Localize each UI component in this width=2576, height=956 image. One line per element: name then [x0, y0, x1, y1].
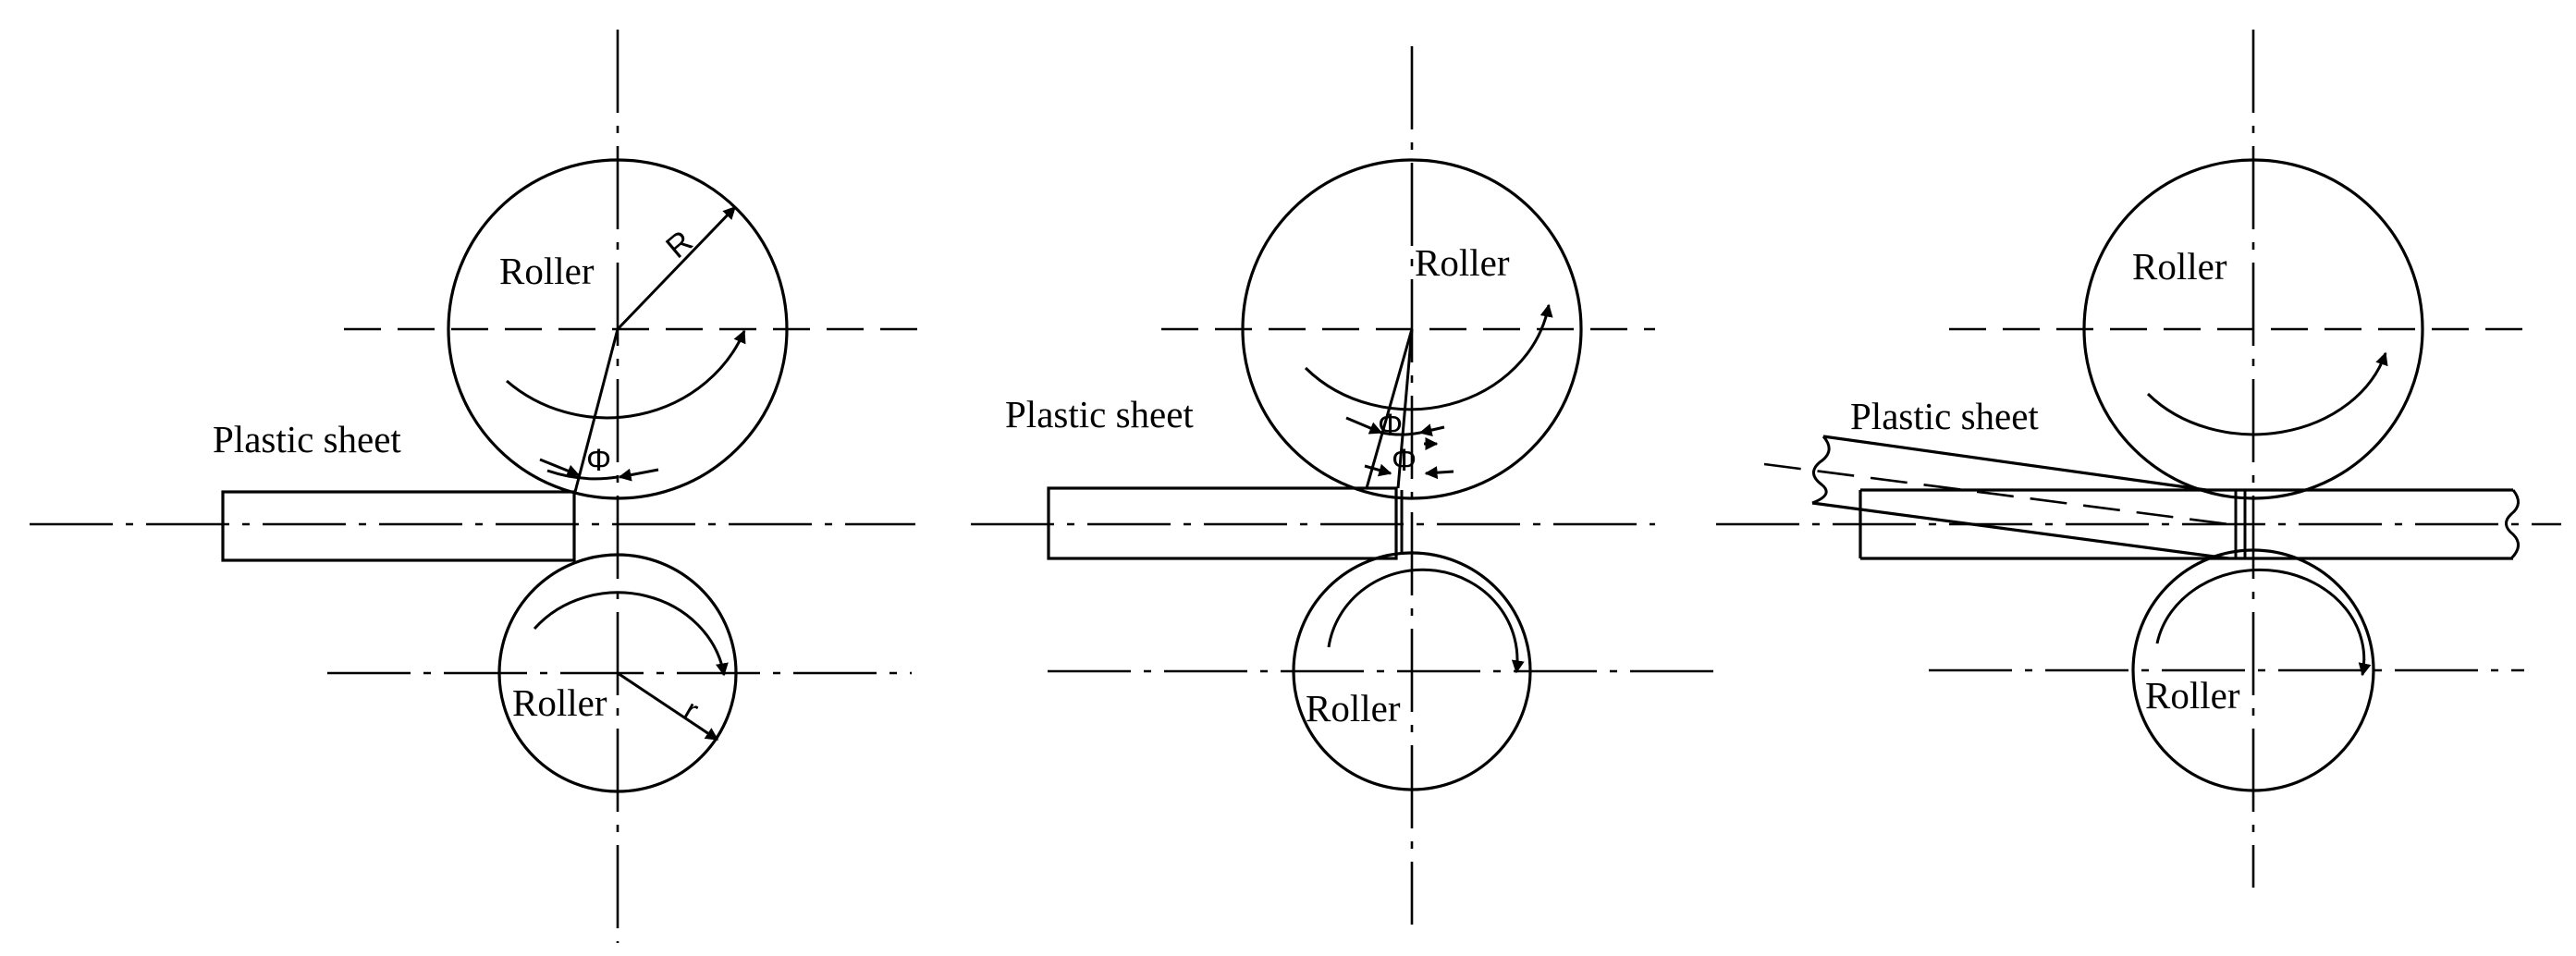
lower-rotation-arrow — [2155, 568, 2372, 677]
plastic-sheet-label: Plastic sheet — [1005, 393, 1194, 435]
lower-roller — [1292, 551, 1532, 791]
angle-arc — [546, 469, 619, 481]
upper-rotation-arrow — [2146, 351, 2388, 436]
lower-radius-line — [617, 671, 719, 742]
plastic-sheet-label: Plastic sheet — [213, 418, 401, 460]
upper-roller-label: Roller — [1415, 241, 1510, 284]
lower-roller — [2131, 548, 2375, 792]
panel-3: Roller Roller Plastic sheet — [1716, 30, 2561, 888]
angle-2-arrow-right — [1424, 466, 1454, 480]
contact-angle-line — [573, 328, 619, 493]
upper-roller — [447, 158, 789, 500]
upper-radius-line — [616, 205, 737, 331]
upper-roller-label: Roller — [499, 250, 595, 292]
tilted-sheet-bottom-edge — [1811, 501, 2229, 560]
angle-1-arc — [1380, 431, 1421, 436]
angle-1-arrow-right — [1418, 423, 1445, 436]
lower-roller-label: Roller — [2145, 674, 2240, 717]
angle-2-arrow-left — [1364, 463, 1392, 477]
tilted-sheet-top-edge — [1822, 435, 2207, 492]
angle-arrow-right — [618, 468, 659, 482]
upper-roller — [1241, 158, 1583, 500]
sheet-break-mark — [2505, 489, 2520, 560]
lower-rotation-arrow — [1327, 568, 1525, 674]
angle-2-symbol: Φ — [1392, 443, 1417, 478]
panel-2: Roller Roller Plastic sheet Φ Φ — [971, 46, 1718, 925]
upper-radius-symbol: R — [659, 224, 699, 265]
panel-1: Roller Roller Plastic sheet R r Φ — [30, 30, 925, 943]
upper-roller — [2082, 158, 2424, 500]
upper-roller-label: Roller — [2132, 245, 2227, 288]
lower-roller-label: Roller — [1306, 687, 1401, 729]
plastic-sheet — [221, 490, 576, 562]
plastic-sheet-label: Plastic sheet — [1850, 395, 2039, 437]
tilted-sheet-break-mark — [1811, 435, 1831, 505]
lower-roller — [497, 553, 738, 793]
lower-rotation-arrow — [533, 591, 729, 677]
angle-1-symbol: Φ — [1378, 408, 1403, 443]
lower-roller-label: Roller — [512, 681, 607, 724]
angle-1-arrow-left — [1345, 416, 1383, 435]
upper-rotation-arrow — [1304, 303, 1553, 411]
tilted-sheet-centerline — [1763, 462, 2237, 527]
angle-arrow-left — [539, 458, 581, 477]
angle-symbol: Φ — [586, 443, 611, 478]
upper-rotation-arrow — [506, 329, 746, 420]
